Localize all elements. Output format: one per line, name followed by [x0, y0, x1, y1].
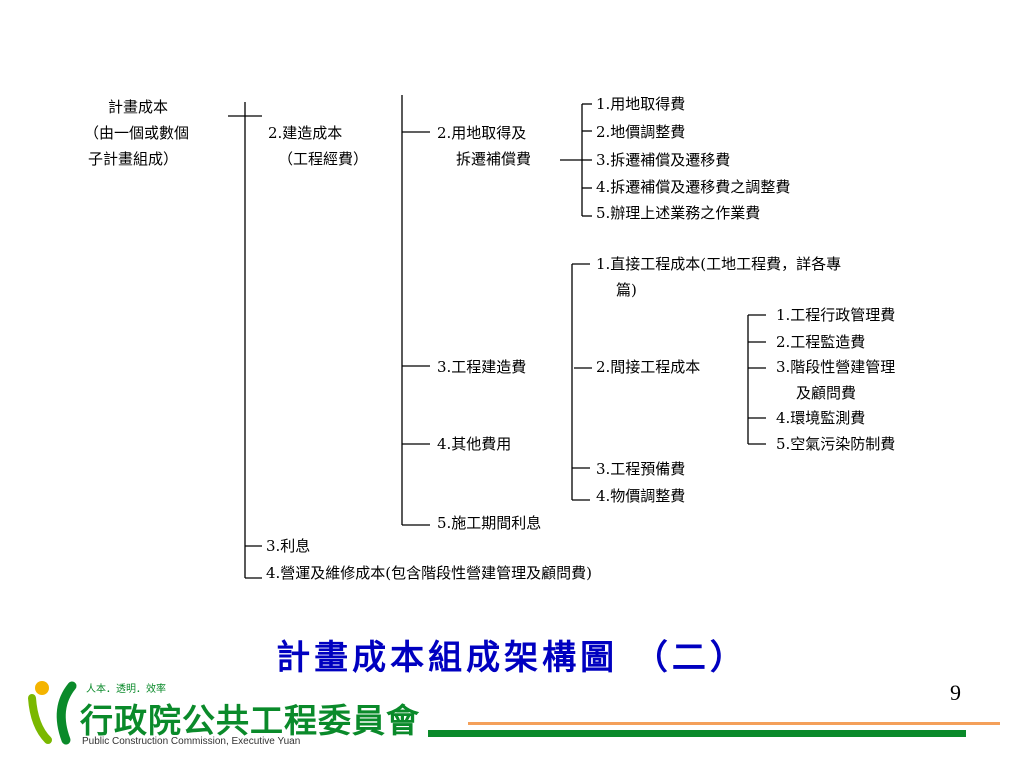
indirect-item-2: 2.工程監造費	[776, 333, 866, 351]
land-item-2: 2.地價調整費	[596, 123, 686, 141]
indirect-item-1: 1.工程行政管理費	[776, 306, 896, 324]
root-line1: 計畫成本	[108, 98, 169, 116]
interest: 3.利息	[266, 537, 311, 555]
org-english-name: Public Construction Commission, Executiv…	[82, 736, 301, 747]
operation-cost: 4.營運及維修成本(包含階段性營建管理及顧問費)	[266, 564, 593, 582]
footer-orange-bar	[468, 722, 1000, 725]
org-name: 行政院公共工程委員會	[80, 701, 420, 740]
direct-cost-line1: 1.直接工程成本(工地工程費，詳各專	[596, 255, 842, 273]
land-line2: 拆遷補償費	[456, 150, 532, 168]
slide-title: 計畫成本組成架構圖 （二）	[276, 638, 748, 678]
root-line3: 子計畫組成）	[88, 150, 179, 168]
other-cost: 4.其他費用	[437, 435, 512, 453]
price-adjust-cost: 4.物價調整費	[596, 487, 686, 505]
construction-cost-line1: 2.建造成本	[268, 124, 343, 142]
org-slogan: 人本．透明．效率	[86, 684, 166, 695]
indirect-item-3: 3.階段性營建管理	[776, 358, 896, 376]
land-item-3: 3.拆遷補償及遷移費	[596, 151, 731, 169]
direct-cost-line2: 篇)	[616, 281, 637, 299]
indirect-item-3-cont: 及顧問費	[796, 384, 857, 402]
land-line1: 2.用地取得及	[437, 124, 527, 142]
indirect-item-4: 4.環境監測費	[776, 409, 866, 427]
construction-cost-line2: （工程經費）	[278, 150, 369, 168]
land-item-4: 4.拆遷補償及遷移費之調整費	[596, 178, 791, 196]
interest-during-construction: 5.施工期間利息	[437, 514, 542, 532]
page-number: 9	[950, 680, 961, 705]
engineering-label: 3.工程建造費	[437, 358, 527, 376]
land-item-1: 1.用地取得費	[596, 95, 686, 113]
land-item-5: 5.辦理上述業務之作業費	[596, 204, 761, 222]
indirect-item-5: 5.空氣污染防制費	[776, 435, 896, 453]
indirect-label: 2.間接工程成本	[596, 358, 701, 376]
pcc-logo-icon	[28, 681, 77, 745]
reserve-cost: 3.工程預備費	[596, 460, 686, 478]
root-line2: （由一個或數個	[84, 124, 190, 142]
footer-green-bar	[428, 730, 966, 737]
